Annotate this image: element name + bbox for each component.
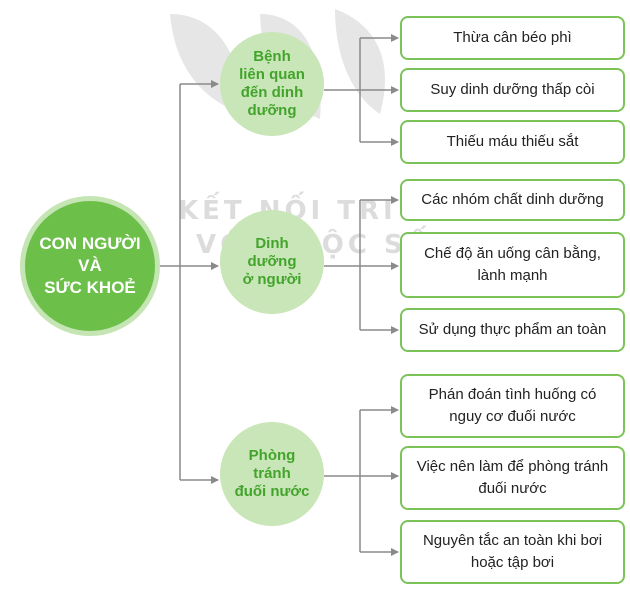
root-label: CON NGƯỜI VÀ SỨC KHOẺ — [39, 234, 141, 297]
branch-node-human-nutrition: Dinh dưỡng ở người — [220, 210, 324, 314]
leaf-box: Nguyên tắc an toàn khi bơi hoặc tập bơi — [400, 520, 625, 584]
leaf-box: Chế độ ăn uống cân bằng, lành mạnh — [400, 232, 625, 298]
leaf-box: Các nhóm chất dinh dưỡng — [400, 179, 625, 221]
leaf-label: Các nhóm chất dinh dưỡng — [421, 191, 604, 208]
branch-label: Bệnh liên quan đến dinh dưỡng — [239, 48, 305, 119]
leaf-label: Chế độ ăn uống cân bằng, lành mạnh — [424, 245, 601, 284]
leaf-box: Việc nên làm để phòng tránh đuối nước — [400, 446, 625, 510]
leaf-box: Phán đoán tình huống có nguy cơ đuối nướ… — [400, 374, 625, 438]
leaf-box: Sử dụng thực phẩm an toàn — [400, 308, 625, 352]
leaf-label: Sử dụng thực phẩm an toàn — [418, 321, 607, 338]
branch-label: Phòng tránh đuối nước — [234, 447, 310, 500]
leaf-label: Thừa cân béo phì — [453, 29, 572, 46]
branch-label: Dinh dưỡng ở người — [242, 235, 302, 288]
leaf-box: Thừa cân béo phì — [400, 16, 625, 60]
root-node: CON NGƯỜI VÀ SỨC KHOẺ — [20, 196, 160, 336]
branch-node-nutrition-diseases: Bệnh liên quan đến dinh dưỡng — [220, 32, 324, 136]
leaf-box: Suy dinh dưỡng thấp còi — [400, 68, 625, 112]
leaf-label: Thiếu máu thiếu sắt — [446, 133, 579, 150]
leaf-label: Việc nên làm để phòng tránh đuối nước — [416, 458, 609, 497]
branch-node-drowning-prevention: Phòng tránh đuối nước — [220, 422, 324, 526]
leaf-label: Nguyên tắc an toàn khi bơi hoặc tập bơi — [422, 532, 603, 571]
leaf-label: Phán đoán tình huống có nguy cơ đuối nướ… — [428, 386, 597, 425]
leaf-label: Suy dinh dưỡng thấp còi — [430, 81, 595, 98]
leaf-box: Thiếu máu thiếu sắt — [400, 120, 625, 164]
